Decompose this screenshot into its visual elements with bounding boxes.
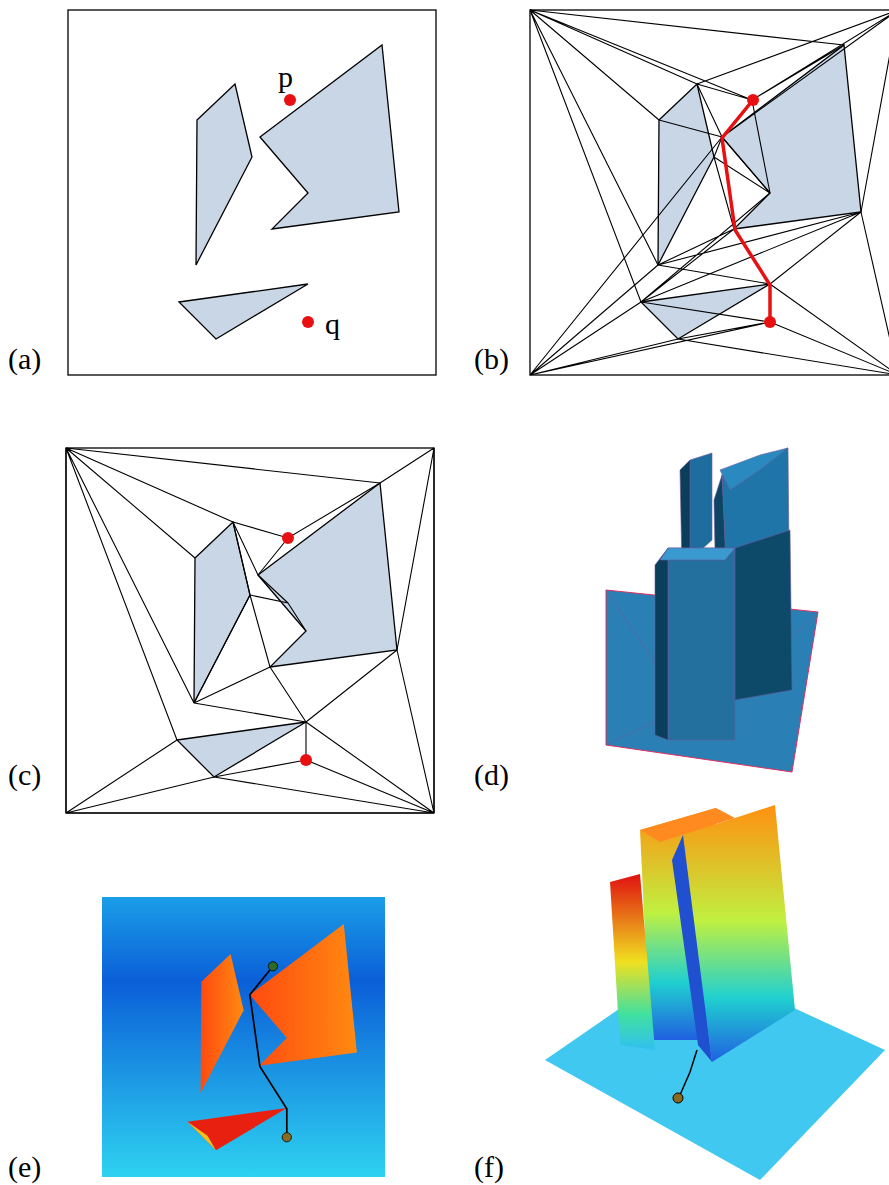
- point-label: q: [325, 309, 340, 339]
- panel-label: (f): [474, 1152, 504, 1182]
- panel-label: (c): [8, 760, 41, 790]
- panel-label: (e): [8, 1152, 41, 1182]
- panel-label: (b): [474, 344, 509, 374]
- panel-label: (d): [474, 760, 509, 790]
- panel-label: (a): [8, 344, 41, 374]
- point-label: p: [278, 62, 293, 92]
